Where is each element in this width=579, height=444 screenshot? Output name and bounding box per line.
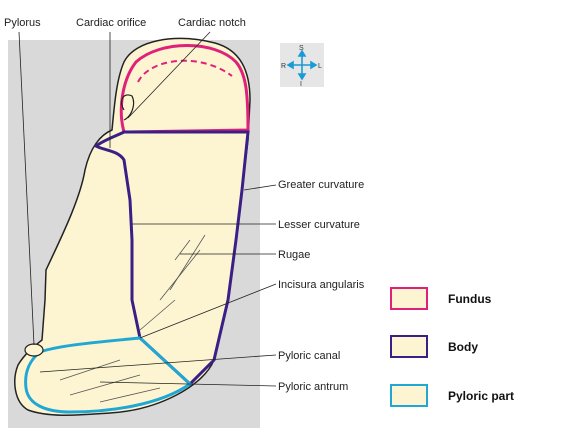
label-pyloric-antrum: Pyloric antrum	[278, 381, 348, 393]
label-cardiac-orifice: Cardiac orifice	[76, 17, 146, 29]
compass: S I R L	[280, 43, 324, 88]
label-cardiac-notch: Cardiac notch	[178, 17, 246, 29]
leader-lines	[18, 31, 277, 387]
compass-left: L	[318, 63, 322, 70]
leader-incisura-angularis	[139, 283, 277, 339]
legend-label-fundus: Fundus	[448, 292, 492, 306]
legend-label-body: Body	[448, 340, 478, 354]
legend-fundus: Fundus	[390, 287, 575, 313]
legend-label-pyloric-part: Pyloric part	[448, 389, 515, 403]
label-rugae: Rugae	[278, 249, 310, 261]
label-pylorus: Pylorus	[4, 17, 41, 29]
pyloric-part-outline	[24, 336, 193, 414]
pyloric-sphincter	[24, 343, 44, 357]
compass-inferior: I	[300, 81, 302, 88]
leader-pyloric-canal	[39, 354, 277, 373]
leader-cardiac-notch	[127, 31, 211, 119]
legend-swatch-fundus	[390, 287, 428, 310]
fundus-outline	[119, 44, 250, 134]
leader-greater-curvature	[243, 184, 277, 191]
compass-right: R	[281, 63, 286, 70]
leader-pyloric-antrum	[99, 381, 277, 387]
label-greater-curvature: Greater curvature	[278, 179, 364, 191]
stomach	[14, 37, 251, 416]
legend-swatch-pyloric-part	[390, 384, 428, 407]
leader-pylorus	[18, 31, 35, 346]
fundus-dashed-line	[137, 59, 233, 83]
legend-pyloric-part: Pyloric part	[390, 384, 575, 410]
compass-superior: S	[299, 45, 304, 52]
label-lesser-curvature: Lesser curvature	[278, 219, 360, 231]
body-outline	[93, 130, 250, 387]
cardiac-notch-detail	[120, 94, 135, 121]
rugae-lines	[59, 234, 206, 403]
legend-body: Body	[390, 335, 575, 361]
legend-swatch-body	[390, 335, 428, 358]
label-incisura-angularis: Incisura angularis	[278, 279, 365, 291]
label-pyloric-canal: Pyloric canal	[278, 350, 340, 362]
compass-arrows-icon	[286, 49, 318, 81]
